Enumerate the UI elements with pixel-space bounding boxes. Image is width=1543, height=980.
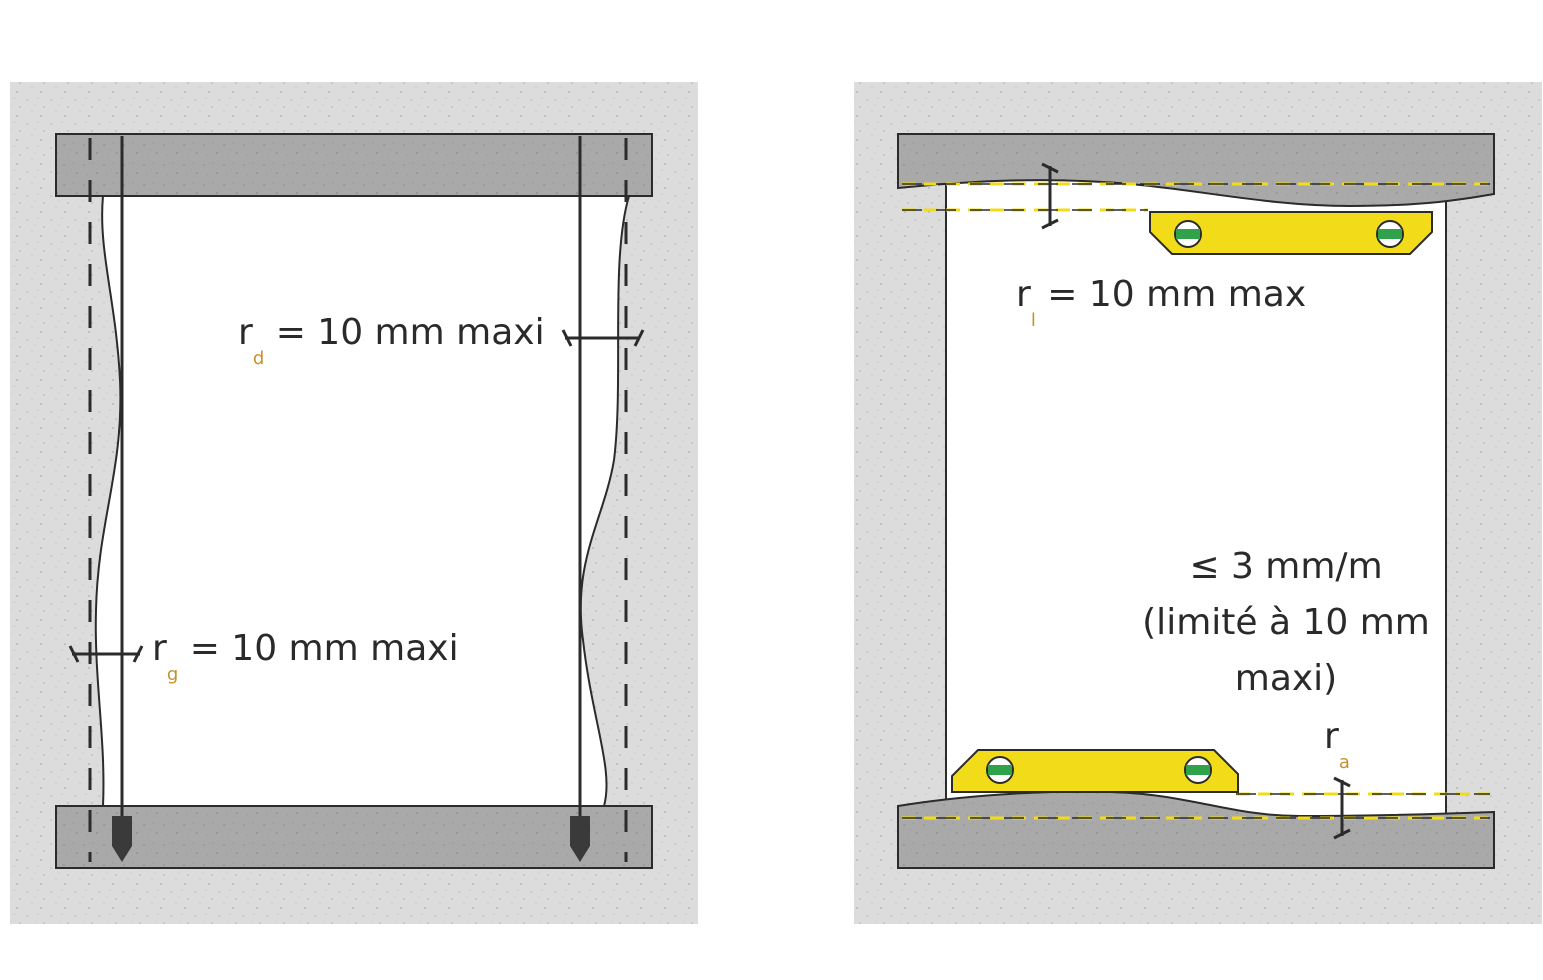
left-top-slab	[55, 133, 653, 197]
label-ra: ra	[1324, 716, 1350, 773]
right-diagram: rl = 10 mm max ≤ 3 mm/m (limité à 10 mm …	[854, 82, 1542, 924]
right-bottom-slab	[897, 790, 1495, 869]
right-top-slab	[897, 133, 1495, 208]
dimension-ra	[1333, 776, 1351, 840]
label-rd: rd = 10 mm maxi	[238, 312, 545, 369]
spirit-level-icon	[1149, 211, 1433, 255]
label-rg: rg = 10 mm maxi	[152, 628, 459, 685]
right-opening	[945, 179, 1447, 817]
spirit-level-icon	[951, 749, 1239, 793]
left-opening	[94, 195, 631, 807]
dimension-rg	[68, 645, 144, 663]
left-bottom-slab	[55, 805, 653, 869]
subscript-l: l	[1031, 310, 1036, 331]
plumb-bob-icon	[570, 816, 590, 862]
label-rl: rl = 10 mm max	[1016, 274, 1306, 331]
label-slope-line3: maxi)	[1235, 658, 1337, 699]
dimension-rd	[561, 329, 645, 347]
plumb-bob-icon	[112, 816, 132, 862]
label-slope-line2: (limité à 10 mm	[1142, 602, 1430, 643]
subscript-d: d	[253, 348, 264, 369]
label-slope-line1: ≤ 3 mm/m	[1189, 546, 1382, 587]
subscript-a: a	[1339, 752, 1350, 773]
dimension-rl	[1041, 162, 1059, 230]
subscript-g: g	[167, 664, 178, 685]
left-diagram: rd = 10 mm maxi rg = 10 mm maxi	[10, 82, 698, 924]
